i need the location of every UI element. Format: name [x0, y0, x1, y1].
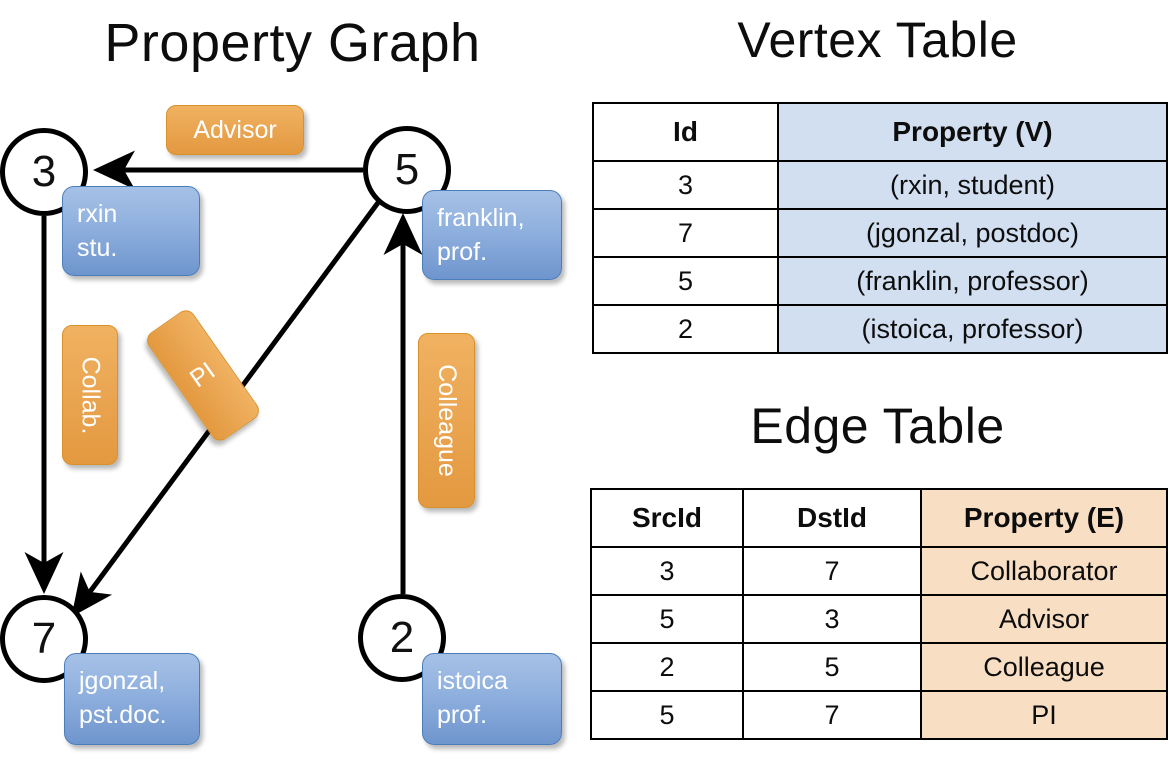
page-title-vertex-table: Vertex Table — [737, 12, 1018, 68]
edge-label-advisor-text: Advisor — [193, 115, 277, 144]
node-property-box-franklin: franklin, prof. — [422, 190, 562, 280]
edge-table: SrcId DstId Property (E) 3 7 Collaborato… — [590, 488, 1168, 740]
edge-label-collab: Collab. — [62, 325, 118, 465]
graph-node-5[interactable]: 5 — [363, 126, 451, 214]
vertex-cell-id: 5 — [592, 256, 779, 306]
table-row: 5 (franklin, professor) — [592, 256, 1168, 306]
table-row: 3 (rxin, student) — [592, 160, 1168, 210]
edge-cell-dstid: 5 — [742, 642, 922, 692]
table-header-row: SrcId DstId Property (E) — [590, 488, 1168, 548]
vertex-cell-id: 7 — [592, 208, 779, 258]
edge-cell-property: Collaborator — [920, 546, 1168, 596]
vertex-cell-id: 3 — [592, 160, 779, 210]
table-header-row: Id Property (V) — [592, 102, 1168, 162]
page-title-edge-table: Edge Table — [750, 398, 1005, 454]
vertex-cell-property: (istoica, professor) — [777, 304, 1168, 354]
edge-label-colleague-text: Colleague — [433, 364, 461, 477]
edge-cell-property: Colleague — [920, 642, 1168, 692]
vertex-cell-id: 2 — [592, 304, 779, 354]
node-property-box-rxin: rxin stu. — [62, 186, 200, 276]
table-row: 2 (istoica, professor) — [592, 304, 1168, 354]
vertex-header-id: Id — [592, 102, 779, 162]
edge-cell-srcid: 5 — [590, 690, 744, 740]
table-row: 7 (jgonzal, postdoc) — [592, 208, 1168, 258]
table-row: 5 7 PI — [590, 690, 1168, 740]
edge-label-pi-text: PI — [185, 356, 221, 394]
edge-cell-property: Advisor — [920, 594, 1168, 644]
table-row: 5 3 Advisor — [590, 594, 1168, 644]
edge-cell-srcid: 2 — [590, 642, 744, 692]
node-property-box-jgonzal: jgonzal, pst.doc. — [64, 653, 200, 745]
property-graph-diagram: 3 5 7 2 rxin stu. franklin, prof. jgonza… — [0, 105, 562, 745]
edge-header-dstid: DstId — [742, 488, 922, 548]
graph-node-2[interactable]: 2 — [358, 594, 446, 682]
node-property-box-istoica: istoica prof. — [422, 653, 562, 745]
edge-cell-property: PI — [920, 690, 1168, 740]
edge-label-collab-text: Collab. — [76, 356, 105, 434]
edge-header-srcid: SrcId — [590, 488, 744, 548]
table-row: 3 7 Collaborator — [590, 546, 1168, 596]
edge-cell-dstid: 3 — [742, 594, 922, 644]
vertex-table: Id Property (V) 3 (rxin, student) 7 (jgo… — [592, 102, 1168, 354]
edge-header-property: Property (E) — [920, 488, 1168, 548]
vertex-cell-property: (rxin, student) — [777, 160, 1168, 210]
table-row: 2 5 Colleague — [590, 642, 1168, 692]
edge-cell-srcid: 3 — [590, 546, 744, 596]
edge-cell-dstid: 7 — [742, 690, 922, 740]
page-title-property-graph: Property Graph — [104, 13, 481, 73]
edge-label-colleague: Colleague — [418, 333, 475, 508]
vertex-header-property: Property (V) — [777, 102, 1168, 162]
vertex-cell-property: (jgonzal, postdoc) — [777, 208, 1168, 258]
edge-cell-srcid: 5 — [590, 594, 744, 644]
vertex-cell-property: (franklin, professor) — [777, 256, 1168, 306]
edge-cell-dstid: 7 — [742, 546, 922, 596]
edge-label-advisor: Advisor — [166, 105, 304, 155]
